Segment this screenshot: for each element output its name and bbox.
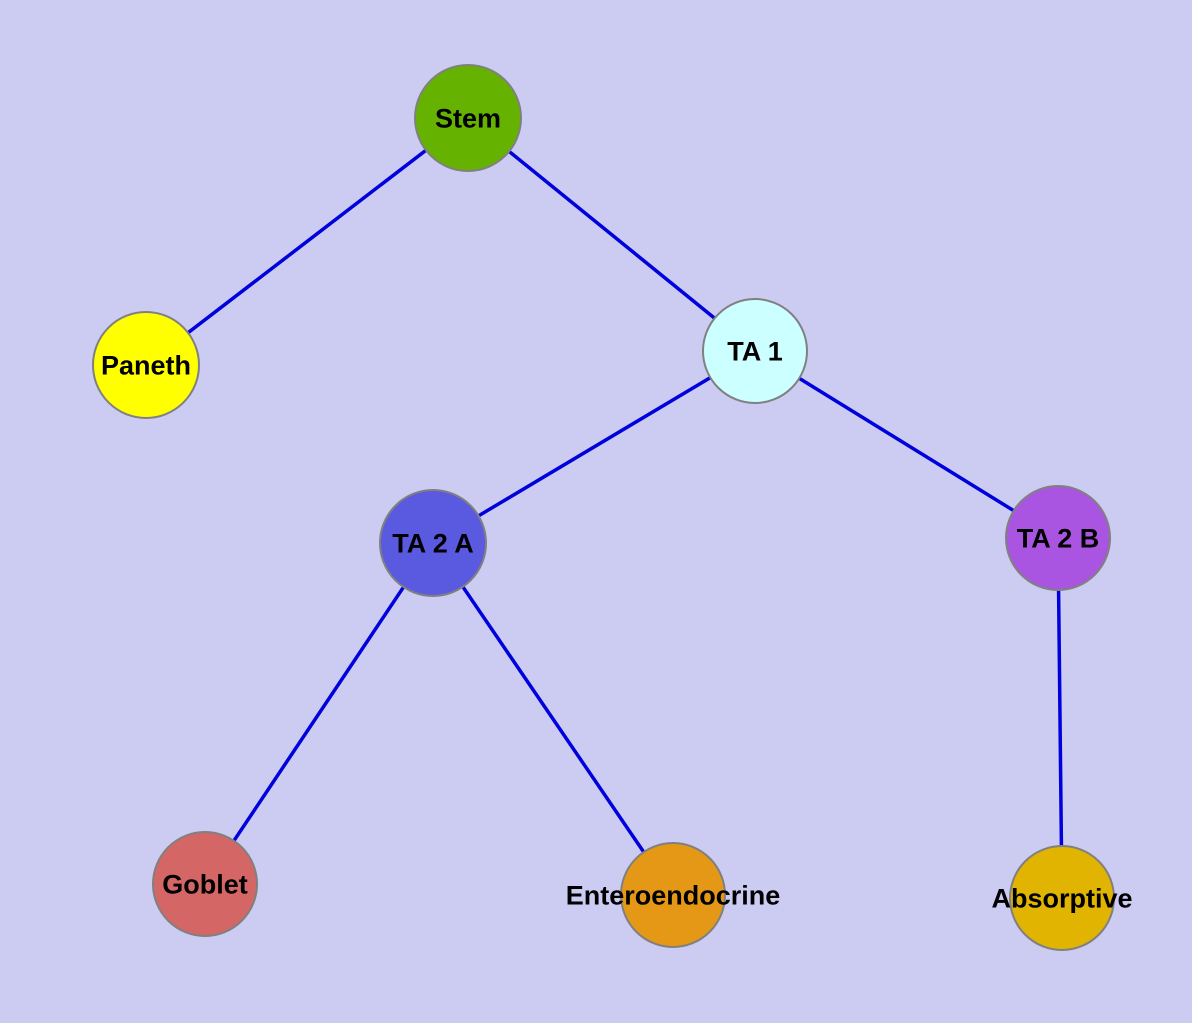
node-ta-1[interactable]: TA 1 — [702, 298, 808, 404]
node-circle-stem[interactable] — [414, 64, 522, 172]
edge-ta-2-b-absorptive — [1056, 537, 1064, 899]
edge-stem-ta-1 — [466, 116, 757, 353]
node-circle-ta-1[interactable] — [702, 298, 808, 404]
node-circle-ta-2-a[interactable] — [379, 489, 487, 597]
node-ta-2-a[interactable]: TA 2 A — [379, 489, 487, 597]
node-stem[interactable]: Stem — [414, 64, 522, 172]
node-circle-paneth[interactable] — [92, 311, 200, 419]
node-circle-goblet[interactable] — [152, 831, 258, 937]
edge-ta-1-ta-2-b — [754, 349, 1059, 540]
edge-ta-1-ta-2-a — [432, 349, 756, 545]
node-goblet[interactable]: Goblet — [152, 831, 258, 937]
node-circle-ta-2-b[interactable] — [1005, 485, 1111, 591]
node-circle-enteroendocrine[interactable] — [620, 842, 726, 948]
node-paneth[interactable]: Paneth — [92, 311, 200, 419]
node-ta-2-b[interactable]: TA 2 B — [1005, 485, 1111, 591]
node-circle-absorptive[interactable] — [1009, 845, 1115, 951]
edge-ta-2-a-enteroendocrine — [431, 542, 675, 896]
edge-stem-paneth — [144, 116, 470, 367]
edge-ta-2-a-goblet — [203, 542, 435, 885]
